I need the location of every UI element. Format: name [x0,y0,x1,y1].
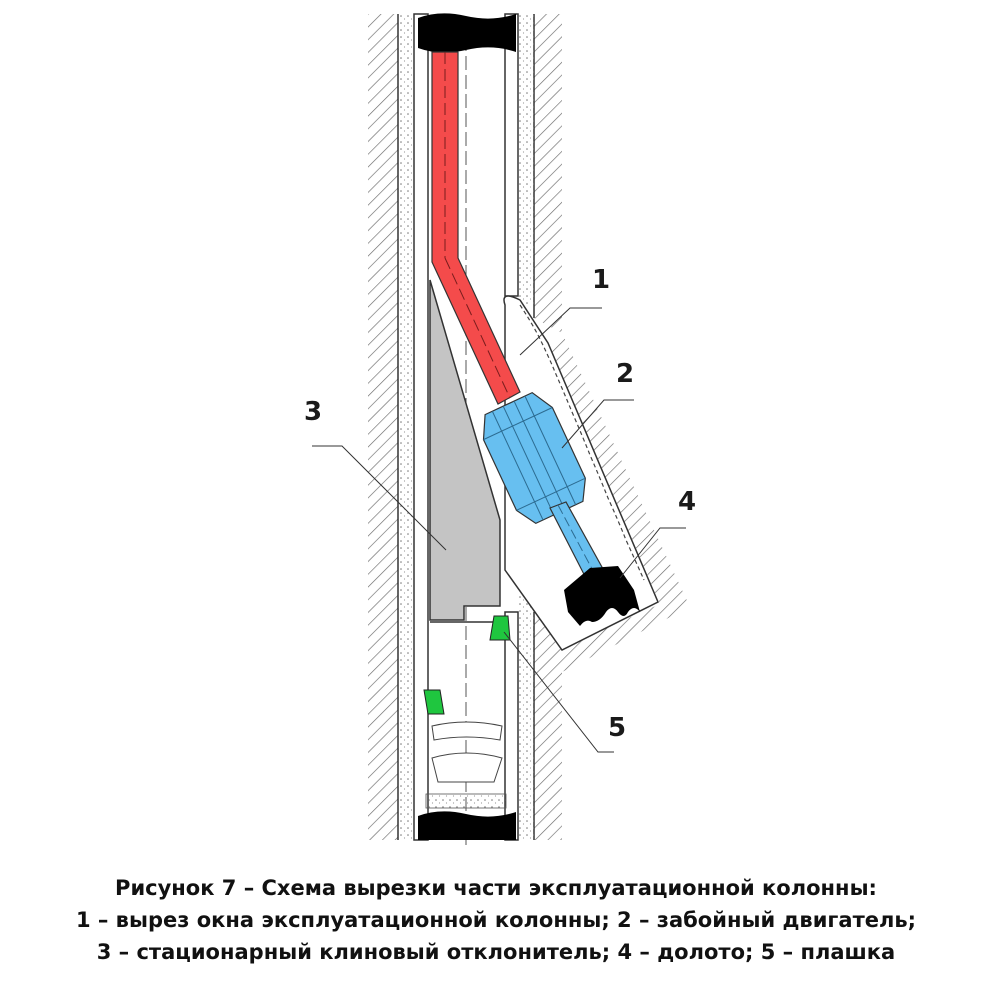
caption-line-3: 3 – стационарный клиновый отклонитель; 4… [96,940,896,964]
cuttings-1 [431,721,503,741]
top-plug [418,13,516,53]
leader-3 [312,445,447,551]
casing-wall-right-lower [504,611,519,841]
cement-left [398,14,414,840]
caption-line-2: 1 – вырез окна эксплуатационной колонны;… [75,908,917,932]
figure-caption: Рисунок 7 – Схема вырезки части эксплуат… [0,872,992,968]
cuttings-3 [425,793,507,809]
well-diagram: 1 2 3 4 5 [304,13,696,845]
diagram-svg: 1 2 3 4 5 [304,13,696,845]
label-bit: 4 [678,487,696,517]
label-die: 5 [608,713,626,743]
leader-4 [619,527,686,579]
label-window-cut: 1 [592,265,610,295]
downhole-motor [482,391,586,525]
cuttings-2 [431,752,503,783]
leader-2 [561,399,634,449]
die-lower [423,689,445,715]
cement-right-lower [518,590,534,840]
casing-wall-left [413,13,429,841]
cement-right-upper [518,14,534,304]
leader-5 [503,631,614,753]
drill-pipe [431,51,521,405]
sidetrack-rock [549,333,690,672]
leader-1 [519,307,602,356]
casing-wall-right-upper [504,13,519,297]
bottom-plug [418,811,516,840]
sidetrack-wavy-edge [519,304,645,581]
rock-right-upper [534,14,562,333]
whipstock [429,279,501,621]
drill-bit [564,566,640,626]
caption-line-1: Рисунок 7 – Схема вырезки части эксплуат… [115,876,877,900]
label-motor: 2 [616,359,634,389]
rock-left [368,14,398,840]
drill-pipe-axis-incline [444,257,511,399]
label-whipstock: 3 [304,397,322,427]
rock-right-lower [534,612,562,840]
